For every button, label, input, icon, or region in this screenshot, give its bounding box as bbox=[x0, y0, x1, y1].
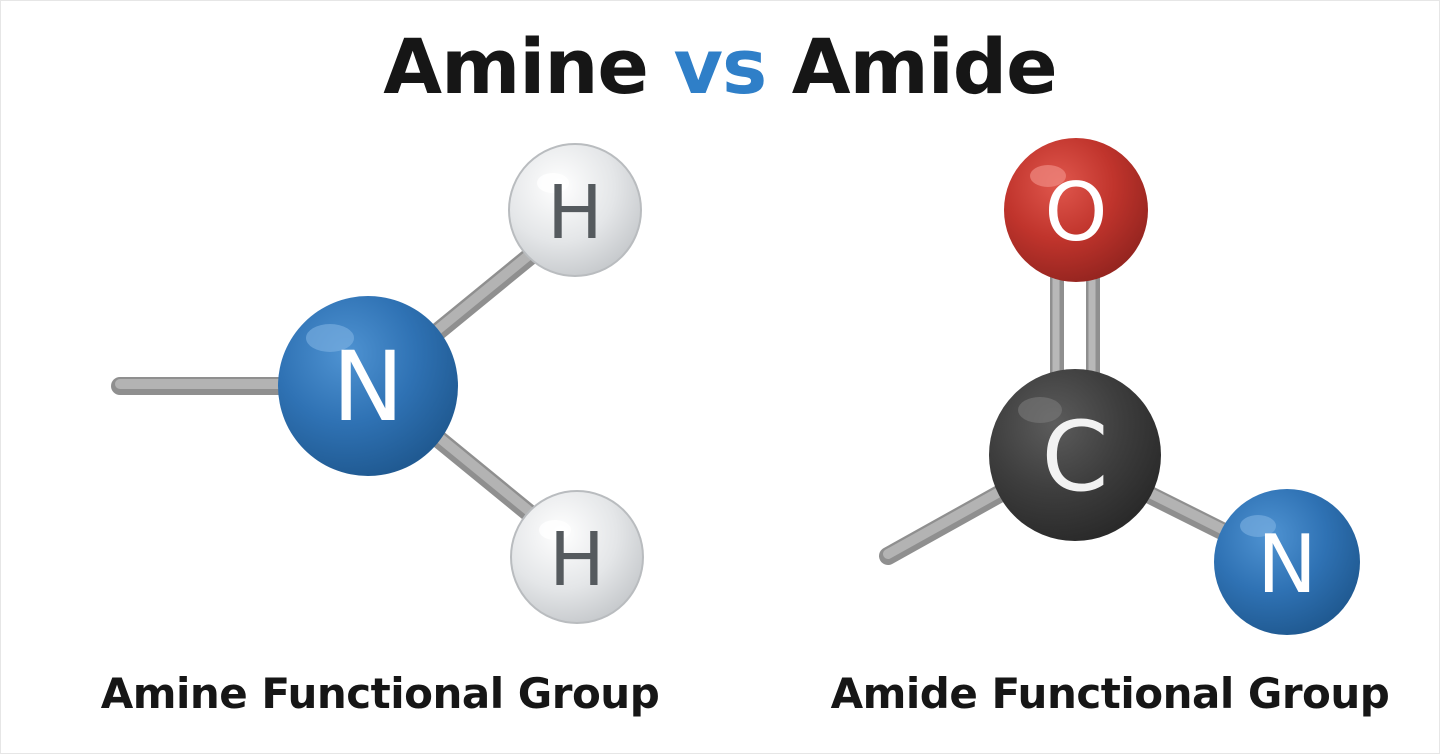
amide-nitrogen-label: N bbox=[1257, 518, 1317, 611]
amide-nitrogen: N bbox=[1214, 489, 1360, 635]
amide-oxygen-label: O bbox=[1045, 166, 1108, 259]
amide-carbon-label: C bbox=[1041, 401, 1108, 513]
title-amine: Amine bbox=[383, 22, 649, 111]
amine-bond-h-bottom-inner bbox=[425, 425, 545, 525]
amine-caption: Amine Functional Group bbox=[100, 669, 660, 718]
amine-hydrogen-bottom-label: H bbox=[549, 517, 605, 603]
amine-molecule: H H N bbox=[111, 143, 644, 624]
amine-hydrogen-top: H bbox=[508, 143, 642, 277]
amine-nitrogen: N bbox=[278, 296, 458, 476]
amine-nitrogen-label: N bbox=[332, 331, 404, 443]
amine-bonds bbox=[111, 239, 549, 531]
amine-hydrogen-bottom: H bbox=[510, 490, 644, 624]
title-amide: Amide bbox=[791, 22, 1058, 111]
title-vs: vs bbox=[673, 22, 767, 111]
amide-molecule: O C N bbox=[879, 138, 1360, 635]
diagram-title: Amine vs Amide bbox=[0, 22, 1440, 112]
amide-caption: Amide Functional Group bbox=[830, 669, 1390, 718]
amine-hydrogen-top-label: H bbox=[547, 170, 603, 256]
amide-bond-r-inner bbox=[883, 481, 1015, 559]
amide-carbon: C bbox=[989, 369, 1161, 541]
amide-oxygen: O bbox=[1004, 138, 1148, 282]
amine-bond-h-top-inner bbox=[425, 241, 545, 341]
